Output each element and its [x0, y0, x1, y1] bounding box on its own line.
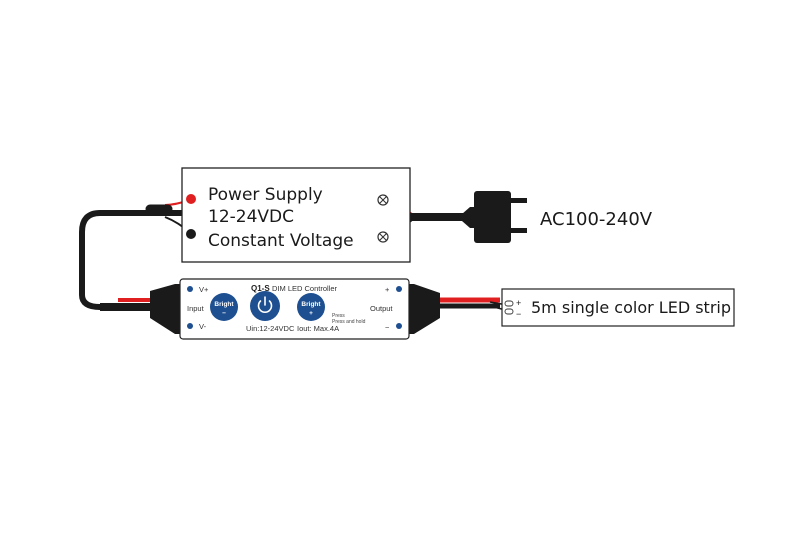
screw-terminal-icon [377, 231, 389, 243]
output-terminal-dot [396, 323, 402, 329]
input-terminal-dot [187, 323, 193, 329]
ps-mode: Constant Voltage [208, 231, 354, 251]
led-strip-box [501, 288, 735, 327]
strip-connector-icon [504, 300, 514, 315]
output-label: Output [370, 304, 393, 313]
dc-wire-black [79, 210, 185, 310]
ps-title: Power Supply [208, 185, 323, 205]
ps-positive-terminal [186, 194, 196, 204]
strip-minus-label: − [516, 309, 521, 319]
bright-plus-button[interactable]: Bright + [297, 293, 325, 321]
uin-spec: Uin:12-24VDC [246, 324, 295, 333]
strip-plus-label: + [516, 298, 521, 308]
plus-icon: + [309, 310, 313, 317]
power-supply-box [181, 167, 411, 263]
led-strip: + − 5m single color LED strip [501, 288, 735, 327]
ac-input-label: AC100-240V [540, 209, 653, 230]
ps-voltage: 12-24VDC [208, 207, 294, 227]
ac-plug-icon [462, 191, 527, 243]
controller-name: DIM LED Controller [272, 284, 338, 293]
bright-minus-label: Bright [214, 301, 234, 308]
minus-icon: − [222, 310, 226, 317]
bright-plus-label: Bright [301, 301, 321, 308]
led-strip-label: 5m single color LED strip [531, 298, 731, 317]
bright-minus-button[interactable]: Bright − [210, 293, 238, 321]
controller-left-boot [150, 284, 182, 334]
controller-right-boot [407, 284, 440, 334]
controller-model: Q1-S [251, 284, 270, 293]
v-plus-label: V+ [199, 285, 209, 294]
power-supply: Power Supply 12-24VDC Constant Voltage [181, 167, 411, 263]
output-minus-label: − [385, 323, 390, 332]
controller-body [179, 278, 410, 340]
dim-led-controller: V+ Input V- + Output − Q1-S DIM LED Cont… [150, 278, 440, 340]
iout-spec: Iout: Max.4A [297, 324, 339, 333]
output-terminal-dot [396, 286, 402, 292]
output-plus-label: + [385, 285, 390, 294]
power-button[interactable] [250, 291, 280, 321]
input-terminal-dot [187, 286, 193, 292]
power-icon [257, 296, 273, 313]
v-minus-label: V- [199, 322, 207, 331]
screw-terminal-icon [377, 194, 389, 206]
press-note: Press [332, 313, 345, 319]
ps-negative-terminal [186, 229, 196, 239]
press-hold-note: Press and hold [332, 319, 366, 325]
input-label: Input [187, 304, 205, 313]
